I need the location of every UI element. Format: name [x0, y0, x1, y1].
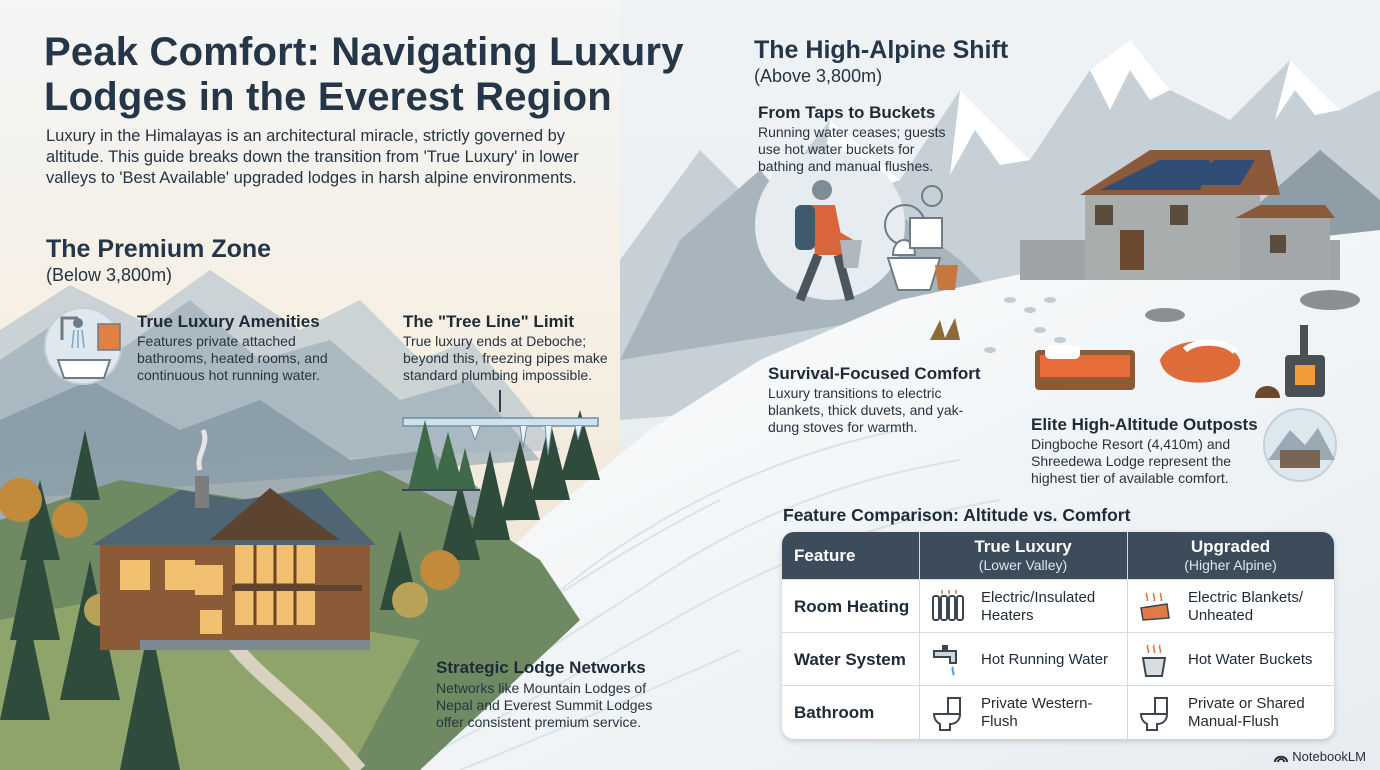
header-upgraded-sub: (Higher Alpine): [1184, 557, 1277, 573]
row-upgraded-value: Electric Blankets/ Unheated: [1188, 588, 1304, 624]
row-upgraded-value: Private or Shared Manual-Flush: [1188, 695, 1305, 730]
hot-bucket-icon: [1137, 633, 1177, 686]
amenities-illustration: [44, 307, 122, 385]
page-title: Peak Comfort: Navigating Luxury Lodges i…: [44, 30, 684, 119]
survival-title: Survival-Focused Comfort: [768, 364, 981, 383]
amenities-text: Features private attached bathrooms, hea…: [137, 333, 328, 383]
header-upgraded: Upgraded (Higher Alpine): [1127, 532, 1334, 579]
taps-text: Running water ceases; guests use hot wat…: [758, 124, 946, 174]
tree-line-title: The "Tree Line" Limit: [403, 312, 575, 331]
header-upgraded-label: Upgraded: [1190, 537, 1271, 556]
premium-zone-subtitle: (Below 3,800m): [46, 265, 173, 285]
table-row: Bathroom Private Western-Flush Private o…: [782, 685, 1334, 739]
row-feature: Room Heating: [794, 596, 910, 616]
premium-zone-title: The Premium Zone: [46, 235, 272, 263]
row-luxury-value: Electric/Insulated Heaters: [981, 588, 1096, 624]
intro-text: Luxury in the Himalayas is an architectu…: [46, 127, 579, 187]
footer-text: NotebookLM: [1292, 749, 1366, 764]
header-true-luxury: True Luxury (Lower Valley): [919, 532, 1127, 579]
table-row: Room Heating Electric/Insulated Heaters …: [782, 579, 1334, 633]
networks-title: Strategic Lodge Networks: [436, 658, 646, 677]
row-upgraded-value: Hot Water Buckets: [1188, 650, 1313, 668]
radiator-icon: [930, 580, 970, 633]
tree-line-diagram: [402, 390, 599, 491]
faucet-icon: [930, 633, 970, 686]
header-feature: Feature: [782, 532, 931, 579]
header-true-luxury-sub: (Lower Valley): [978, 557, 1068, 573]
alpine-zone-title: The High-Alpine Shift: [754, 36, 1009, 64]
survival-text: Luxury transitions to electric blankets,…: [768, 385, 964, 435]
row-luxury-value: Private Western-Flush: [981, 695, 1093, 730]
warmth-items-illustration: [1035, 325, 1337, 482]
table-divider: [1127, 532, 1128, 739]
comparison-table: Feature True Luxury (Lower Valley) Upgra…: [782, 532, 1334, 739]
outposts-text: Dingboche Resort (4,410m) and Shreedewa …: [1031, 436, 1232, 486]
row-feature: Water System: [794, 649, 906, 669]
taps-title: From Taps to Buckets: [758, 103, 936, 122]
alpine-zone-subtitle: (Above 3,800m): [754, 66, 883, 86]
notebooklm-logo-icon: [1274, 755, 1289, 762]
header-feature-label: Feature: [794, 545, 856, 565]
alpine-lodge-illustration: [1020, 150, 1340, 280]
outposts-title: Elite High-Altitude Outposts: [1031, 415, 1258, 434]
table-header: Feature True Luxury (Lower Valley) Upgra…: [782, 532, 1334, 579]
row-feature: Bathroom: [794, 703, 875, 722]
heated-blanket-icon: [1137, 580, 1177, 633]
hiker-illustration: [755, 150, 958, 302]
tree-line-text: True luxury ends at Deboche; beyond this…: [403, 333, 608, 383]
amenities-title: True Luxury Amenities: [137, 312, 320, 331]
networks-text: Networks like Mountain Lodges of Nepal a…: [436, 680, 653, 730]
row-luxury-value: Hot Running Water: [981, 650, 1109, 668]
table-divider: [919, 532, 920, 739]
header-true-luxury-label: True Luxury: [974, 537, 1072, 556]
notebooklm-brand: NotebookLM: [1274, 749, 1366, 764]
toilet-icon: [930, 686, 970, 739]
table-row: Water System Hot Running Water Hot Water…: [782, 632, 1334, 686]
toilet-icon: [1137, 686, 1177, 739]
chalet-illustration: [92, 428, 376, 650]
comparison-title: Feature Comparison: Altitude vs. Comfort: [783, 505, 1131, 525]
